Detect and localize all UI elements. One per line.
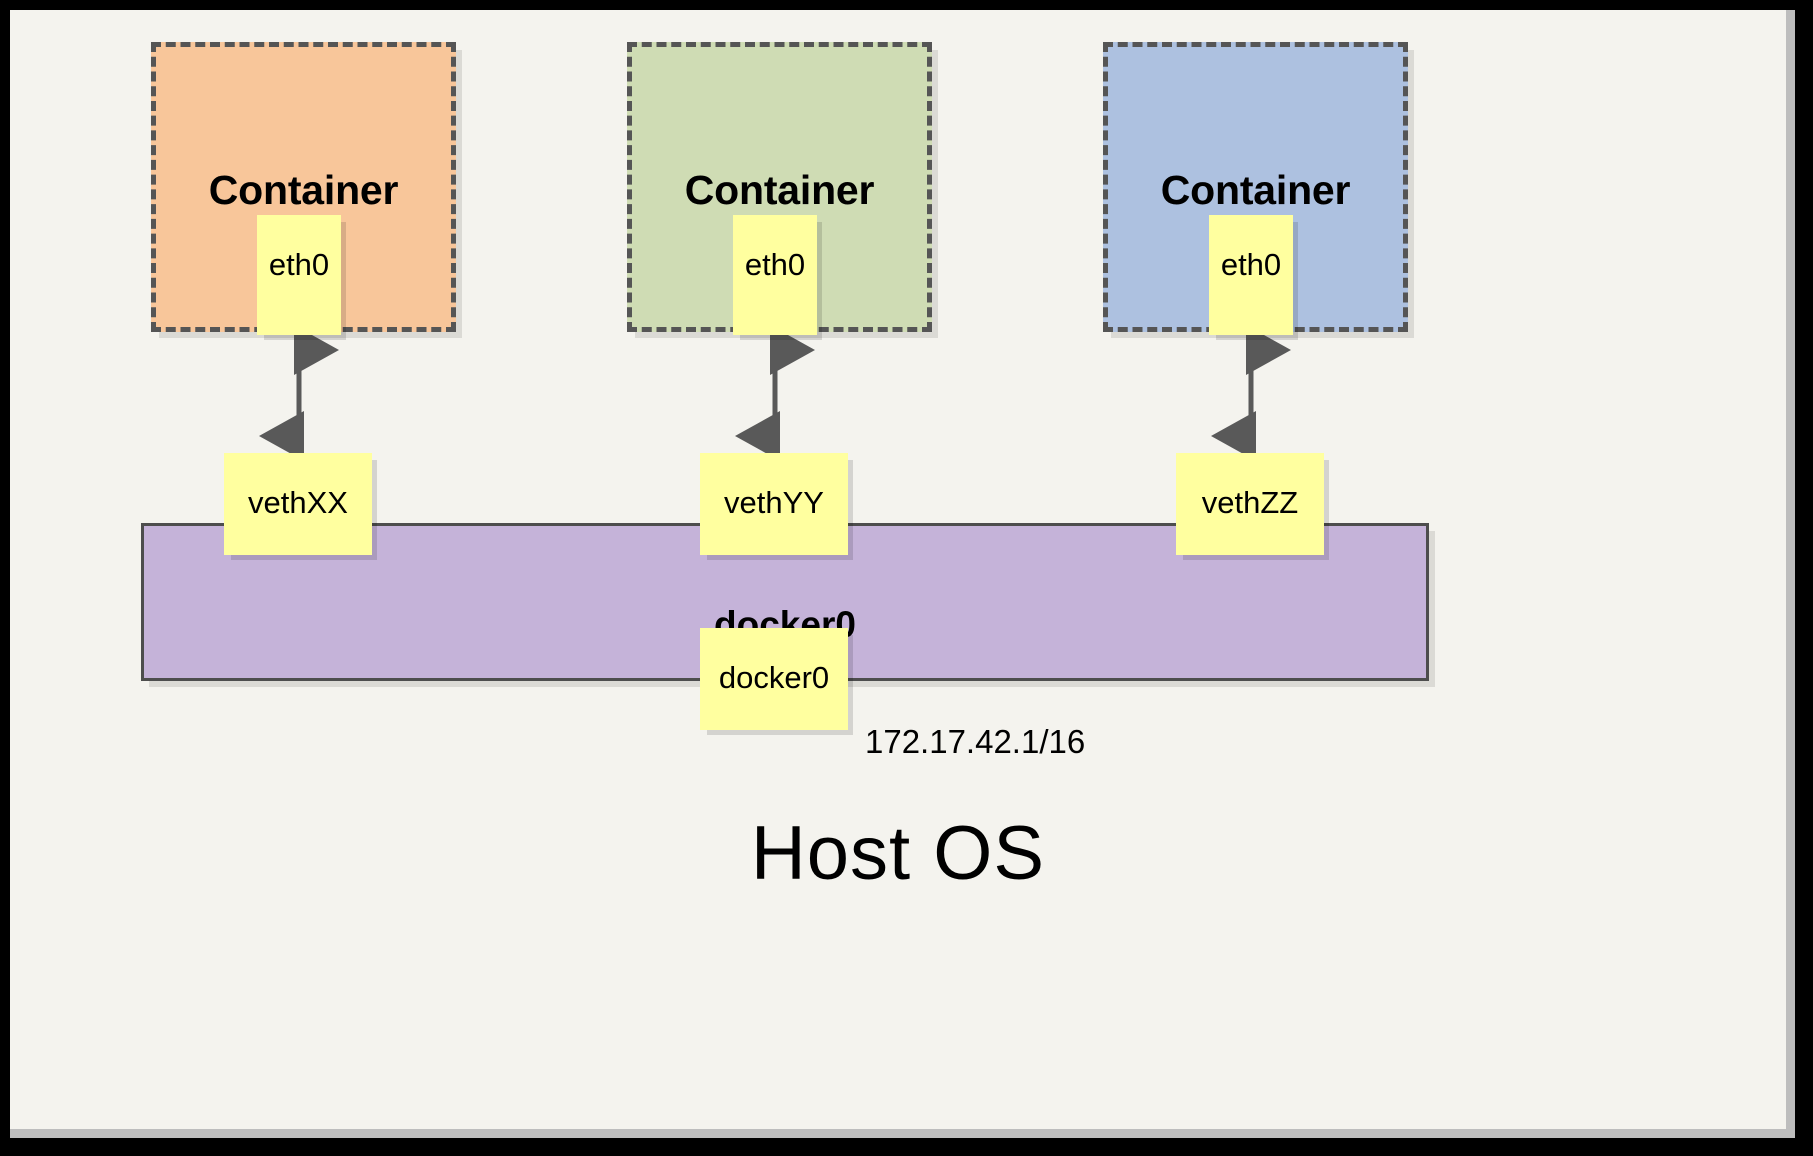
eth0-interface-box-1[interactable]: eth0	[257, 215, 341, 335]
eth0-interface-box-3[interactable]: eth0	[1209, 215, 1293, 335]
veth-box-1[interactable]: vethXX	[224, 453, 372, 555]
container-title-1: Container	[208, 167, 399, 213]
host-os-label: Host OS	[750, 811, 1046, 896]
link-arrow-container-3	[1211, 325, 1291, 461]
link-arrow-container-1	[259, 325, 339, 461]
veth-box-2[interactable]: vethYY	[700, 453, 848, 555]
veth-label-1: vethXX	[248, 485, 348, 520]
container-title-2: Container	[684, 167, 875, 213]
eth0-label-3: eth0	[1220, 247, 1282, 282]
link-arrow-container-2	[735, 325, 815, 461]
docker0-interface-box[interactable]: docker0	[700, 628, 848, 730]
eth0-label-2: eth0	[744, 247, 806, 282]
container-title-3: Container	[1160, 167, 1351, 213]
veth-box-3[interactable]: vethZZ	[1176, 453, 1324, 555]
diagram-canvas: Container eth0 Container eth0 Container …	[10, 10, 1795, 1138]
veth-label-2: vethYY	[724, 485, 824, 520]
eth0-interface-box-2[interactable]: eth0	[733, 215, 817, 335]
eth0-label-1: eth0	[268, 247, 330, 282]
veth-label-3: vethZZ	[1201, 485, 1299, 520]
bridge-ip-address: 172.17.42.1/16	[865, 723, 1086, 760]
docker0-interface-label: docker0	[718, 660, 830, 695]
